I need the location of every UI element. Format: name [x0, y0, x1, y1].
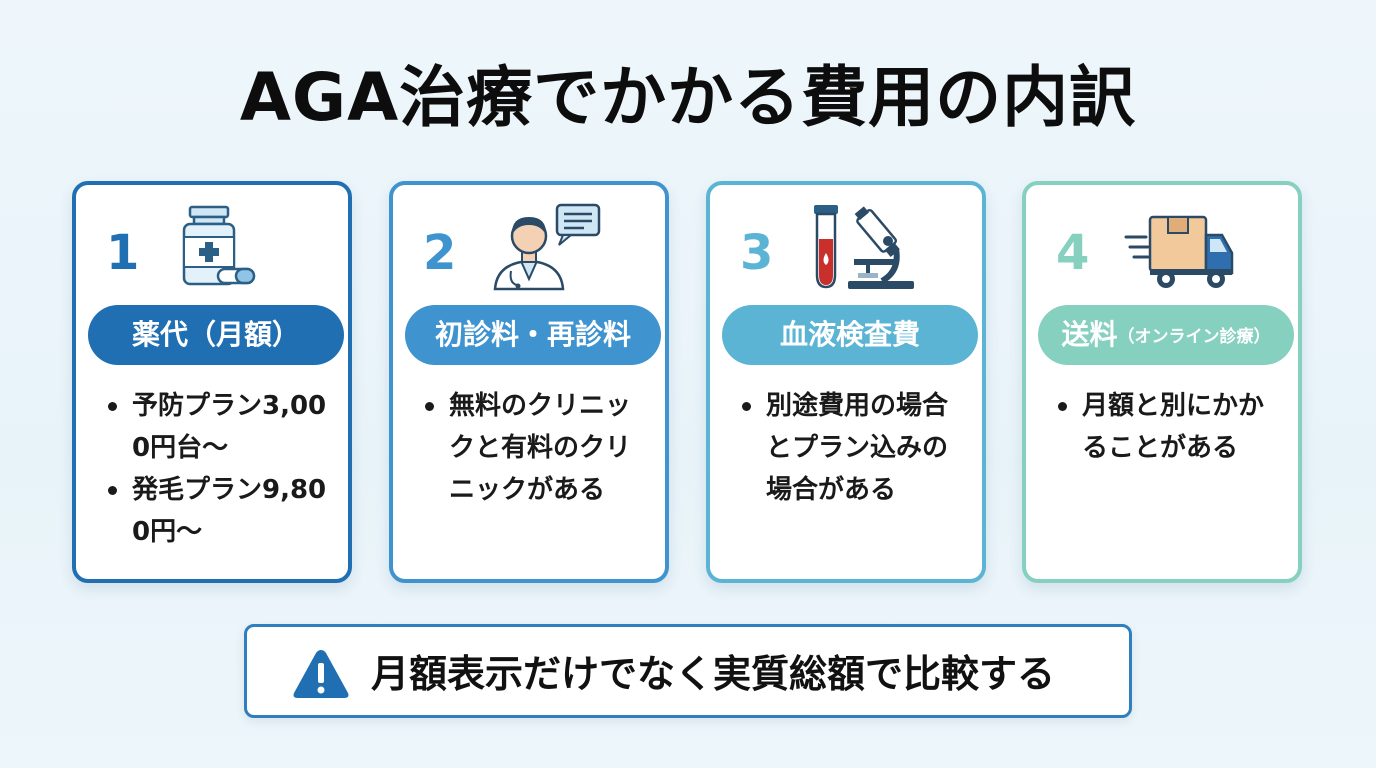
cost-label: 送料 — [1061, 318, 1118, 351]
page-title: AGA治療でかかる費用の内訳 — [239, 59, 1137, 136]
cost-card-blood-test: 3 血液検査費 別途費用の場合とプラン込みの場合がある — [706, 181, 986, 583]
bullet-item: 別途費用の場合とプラン込みの場合がある — [740, 385, 970, 511]
card-number: 3 — [740, 225, 774, 281]
delivery-truck-icon — [1124, 215, 1234, 288]
medicine-bottle-icon — [182, 205, 256, 286]
cost-card-consultation: 2 初診料・再診料 無料のクリニックと有料のクリニックがある — [389, 181, 669, 583]
card-number: 1 — [106, 225, 140, 281]
cost-label: 血液検査費 — [779, 318, 920, 351]
cost-label: 薬代（月額） — [131, 318, 300, 351]
cost-label-pill: 血液検査費 — [722, 305, 978, 365]
card-number: 4 — [1056, 225, 1090, 281]
bullet-list: 月額と別にかかることがある — [1056, 385, 1286, 469]
warning-icon — [293, 650, 349, 698]
comparison-note: 月額表示だけでなく実質総額で比較する — [244, 624, 1132, 718]
bullet-item: 予防プラン3,000円台〜 — [106, 385, 336, 469]
bullet-item: 無料のクリニックと有料のクリニックがある — [423, 385, 653, 511]
cost-label-pill: 初診料・再診料 — [405, 305, 661, 365]
cost-label-pill: 薬代（月額） — [88, 305, 344, 365]
cost-label: 初診料・再診料 — [434, 318, 631, 351]
bullet-list: 別途費用の場合とプラン込みの場合がある — [740, 385, 970, 511]
bullet-item: 月額と別にかかることがある — [1056, 385, 1286, 469]
cost-label-pill: 送料（オンライン診療） — [1038, 305, 1294, 365]
blood-test-microscope-icon — [814, 205, 914, 289]
bullet-list: 無料のクリニックと有料のクリニックがある — [423, 385, 653, 511]
cost-card-medicine: 1 薬代（月額） 予防プラン3,000円台〜 発毛プラン9,800円〜 — [72, 181, 352, 583]
cost-label-sub: （オンライン診療） — [1117, 327, 1271, 347]
doctor-consultation-icon — [493, 203, 601, 291]
cost-card-shipping: 4 送料（オンライン診療） 月額と別にかかることがある — [1022, 181, 1302, 583]
bullet-item: 発毛プラン9,800円〜 — [106, 469, 336, 553]
bullet-list: 予防プラン3,000円台〜 発毛プラン9,800円〜 — [106, 385, 336, 553]
note-text: 月額表示だけでなく実質総額で比較する — [371, 652, 1056, 696]
card-number: 2 — [423, 225, 457, 281]
